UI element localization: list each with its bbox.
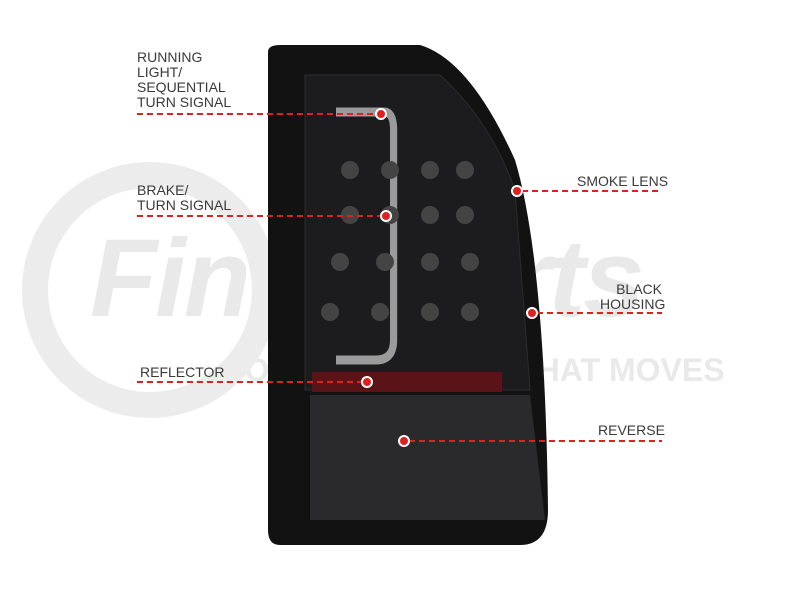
leader-lines [137,113,662,442]
label-smoke-lens: SMOKE LENS [577,173,669,189]
label-reflector: REFLECTOR [140,364,225,380]
label-brake: BRAKE/TURN SIGNAL [137,182,232,213]
reflector-strip [312,372,502,392]
led-array [321,161,479,321]
smoke-lens [304,74,531,391]
callout-dots [361,108,538,447]
label-reverse: REVERSE [598,422,665,438]
light-bar [336,107,398,365]
watermark-ring [22,162,278,418]
reverse-lens [310,395,545,520]
